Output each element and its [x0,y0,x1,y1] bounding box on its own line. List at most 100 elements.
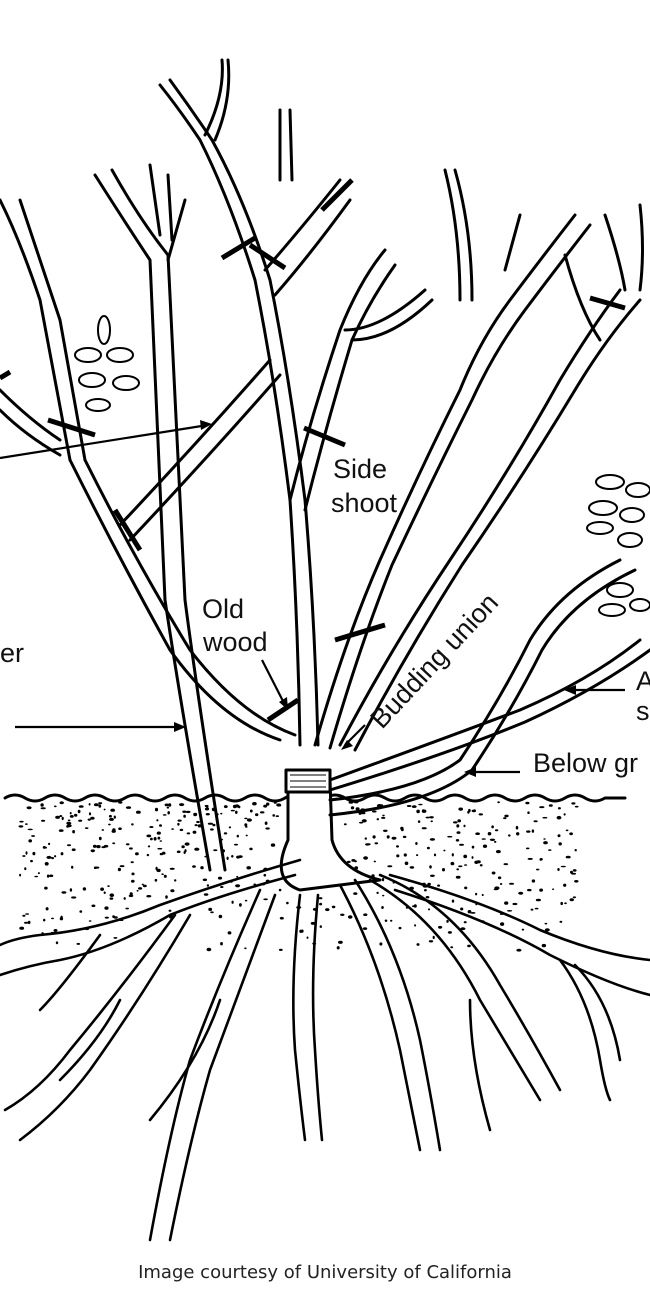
soil-speck [481,838,486,840]
soil-speck [351,859,356,862]
soil-speck [386,835,390,839]
below-ground-label: Below gr [533,748,638,778]
soil-speck [456,868,460,871]
soil-speck [412,905,416,908]
soil-speck [362,927,368,930]
soil-speck [494,840,497,843]
soil-speck [560,901,563,906]
soil-speck [570,870,573,874]
soil-speck [88,920,92,922]
soil-speck [25,851,28,855]
soil-speck [447,835,453,838]
soil-speck [163,874,167,878]
soil-speck [236,875,239,878]
soil-speck [165,895,168,899]
soil-speck [416,809,420,814]
soil-speck [113,937,118,939]
soil-speck [51,917,54,920]
soil-speck [136,889,139,892]
soil-speck [263,804,268,808]
soil-speck [552,888,555,890]
soil-speck [104,906,109,910]
soil-speck [416,854,419,857]
soil-speck [527,811,530,814]
soil-speck [425,896,430,899]
soil-speck [246,818,252,822]
soil-speck [319,902,323,906]
soil-speck [88,812,92,816]
soil-speck [128,894,134,898]
soil-speck [384,919,388,922]
soil-speck [430,820,433,823]
soil-speck [548,849,552,851]
soil-speck [426,846,430,850]
soil-speck [411,805,417,808]
soil-speck [171,828,175,830]
soil-speck [456,824,460,828]
soil-speck [179,803,185,807]
soil-speck [286,901,289,905]
soil-speck [565,855,571,859]
soil-speck [421,809,427,813]
soil-speck [504,901,509,905]
soil-speck [266,802,270,806]
soil-speck [69,888,73,892]
soil-speck [129,892,133,896]
soil-speck [533,820,538,823]
soil-speck [183,814,186,818]
soil-speck [31,835,36,837]
soil-speck [360,811,366,815]
soil-speck [78,805,84,808]
soil-speck [548,804,553,807]
soil-speck [125,907,129,910]
soil-speck [34,875,39,878]
soil-speck [156,831,161,835]
soil-speck [25,913,30,915]
soil-speck [147,845,151,848]
soil-speck [497,876,502,880]
soil-speck [403,853,407,857]
soil-speck [244,826,248,828]
soil-speck [186,832,191,835]
soil-speck [460,927,466,931]
soil-speck [213,849,218,852]
soil-speck [125,843,130,846]
soil-speck [497,801,500,804]
soil-speck [509,882,514,885]
soil-speck [499,883,503,885]
soil-speck [162,851,166,855]
soil-speck [558,842,562,846]
soil-speck [55,941,59,945]
soil-speck [78,819,83,822]
soil-speck [427,908,431,911]
soil-speck [491,825,494,829]
soil-speck [536,868,540,871]
soil-speck [154,878,158,882]
soil-speck [182,810,187,813]
soil-speck [491,871,496,875]
soil-speck [338,940,343,944]
old-wood-label-line2: wood [202,627,268,657]
soil-speck [93,803,99,807]
soil-speck [569,898,574,902]
soil-speck [135,852,139,856]
side-shoot-label-line2: shoot [331,488,398,518]
soil-speck [131,872,135,876]
soil-speck [98,836,102,841]
soil-speck [19,873,22,877]
soil-speck [450,861,455,866]
soil-speck [84,827,89,829]
soil-speck [475,892,478,896]
soil-speck [336,946,340,950]
right-partial-label-line1: A [636,666,650,696]
soil-speck [318,897,323,900]
soil-speck [531,879,536,883]
soil-speck [379,942,383,946]
soil-speck [231,900,234,904]
soil-speck [228,826,232,829]
soil-speck [44,846,48,849]
soil-speck [463,824,466,828]
soil-speck [400,826,404,831]
soil-speck [218,914,223,919]
soil-speck [456,831,461,834]
